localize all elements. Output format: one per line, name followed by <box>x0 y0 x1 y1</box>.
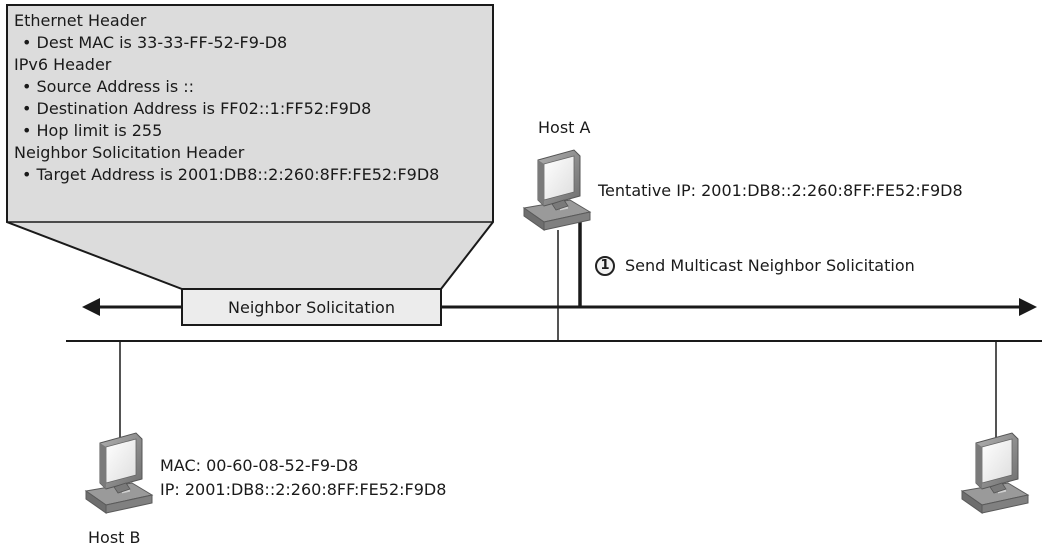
double-arrow-icon <box>82 298 1037 316</box>
callout-line-source-address: • Source Address is :: <box>22 77 195 96</box>
host-b-ip: IP: 2001:DB8::2:260:8FF:FE52:F9D8 <box>160 480 447 499</box>
callout-line-ethernet-header: Ethernet Header <box>14 11 147 30</box>
computer-icon <box>85 432 153 514</box>
step-number-badge: 1 <box>595 256 615 276</box>
callout-line-hop-limit: • Hop limit is 255 <box>22 121 163 140</box>
host-a-name: Host A <box>538 118 591 137</box>
step-label: Send Multicast Neighbor Solicitation <box>625 256 915 275</box>
callout-line-ipv6-header: IPv6 Header <box>14 55 112 74</box>
callout-line-destination-address: • Destination Address is FF02::1:FF52:F9… <box>22 99 372 118</box>
computer-icon <box>961 432 1029 514</box>
host-b-mac: MAC: 00-60-08-52-F9-D8 <box>160 456 359 475</box>
callout-line-dest-mac: • Dest MAC is 33-33-FF-52-F9-D8 <box>22 33 288 52</box>
host-b-name: Host B <box>88 528 141 547</box>
host-a-tentative-ip: Tentative IP: 2001:DB8::2:260:8FF:FE52:F… <box>598 181 963 200</box>
packet-label: Neighbor Solicitation <box>228 297 395 317</box>
computer-icon <box>523 149 591 231</box>
callout-line-ns-header: Neighbor Solicitation Header <box>14 143 245 162</box>
packet-label-box <box>181 288 442 326</box>
callout-line-target-address: • Target Address is 2001:DB8::2:260:8FF:… <box>22 165 440 184</box>
